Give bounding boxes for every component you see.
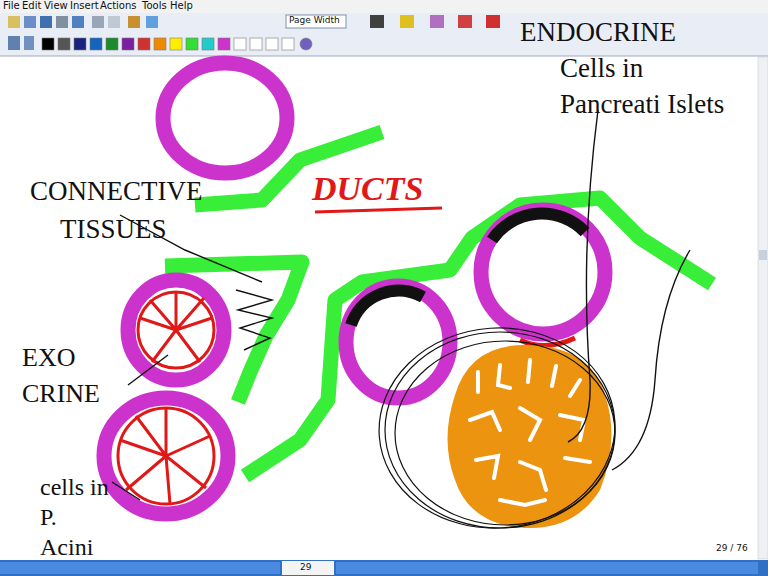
color-chip (202, 38, 214, 50)
pancreatic-islet (372, 320, 621, 536)
tool-icon (56, 16, 68, 28)
highlighter-tool (400, 15, 414, 28)
flag-tool (486, 15, 500, 28)
color-chip (42, 38, 54, 50)
page-number: 29 (300, 562, 330, 573)
tissue-scribble (236, 290, 272, 350)
scrollbar (758, 57, 768, 559)
leader-line (568, 110, 598, 442)
eraser-tool (430, 15, 444, 28)
duct-lines (165, 132, 712, 476)
dark-border (492, 214, 585, 240)
pen-tool (370, 15, 384, 28)
status-segment (336, 562, 758, 574)
cell-border (478, 360, 580, 396)
cell-walls (120, 408, 210, 504)
color-chip (122, 38, 134, 50)
cell-border (476, 456, 590, 505)
acini-label: cells in P. Acini (40, 472, 110, 562)
zoom-value: Page Width (289, 15, 349, 26)
menu-item: View (44, 0, 74, 12)
outline-ring (395, 341, 615, 525)
color-chip (90, 38, 102, 50)
tool-icon (72, 16, 84, 28)
endocrine-label: ENDOCRINE Cells in Pancreati Islets (520, 14, 735, 122)
status-bar (0, 560, 768, 576)
leader-lines (112, 110, 690, 500)
status-segment (0, 562, 280, 574)
exocrine-cells (118, 292, 214, 504)
color-chip (154, 38, 166, 50)
menu-bar (0, 0, 768, 13)
dark-border (351, 291, 423, 325)
color-chip (58, 38, 70, 50)
tool-icon (92, 16, 104, 28)
color-chip (266, 38, 278, 50)
leader-line (128, 355, 168, 385)
page-field (282, 561, 334, 575)
color-chip (186, 38, 198, 50)
exocrine-label: EXO CRINE (22, 340, 102, 412)
cell-border (470, 408, 584, 440)
cell-walls (140, 292, 212, 362)
tool-icon (128, 16, 140, 28)
leader-line (112, 482, 140, 500)
scroll-thumb (759, 250, 767, 260)
acinus (104, 398, 228, 514)
color-chip (282, 38, 294, 50)
leader-line (612, 250, 690, 470)
tool-icon (40, 16, 52, 28)
lasso-tool (458, 15, 472, 28)
outline-ring (372, 320, 621, 536)
islet-cell-borders (470, 360, 590, 505)
color-palette (42, 38, 312, 50)
color-chip (234, 38, 246, 50)
toolbar-border (0, 56, 768, 57)
acinus (128, 280, 224, 380)
color-chip (138, 38, 150, 50)
tool-icon (24, 16, 36, 28)
cell-outline (138, 292, 214, 368)
tool-icon (8, 36, 20, 50)
tool-icon (8, 16, 20, 28)
islet-cells (448, 345, 612, 528)
lumen-borders (351, 214, 585, 325)
acinus (163, 63, 287, 173)
islet-outline (372, 320, 621, 536)
page-counter: 29 / 76 (716, 543, 756, 554)
color-chip (106, 38, 118, 50)
title-underline (315, 208, 442, 212)
acinus (346, 286, 450, 398)
red-stroke (520, 338, 575, 346)
duct-label: DUCTS (312, 168, 452, 209)
tissue-label: CONNECTIVE TISSUES (30, 172, 260, 248)
color-chip (74, 38, 86, 50)
cell-outline (118, 408, 214, 504)
tool-icon (24, 36, 34, 50)
tool-icon (108, 16, 120, 28)
menu-item: Actions (100, 0, 144, 12)
color-chip (170, 38, 182, 50)
menu-item: Help (170, 0, 200, 12)
color-wheel (300, 38, 312, 50)
tool-icon (146, 16, 158, 28)
toolbar-icons (8, 15, 500, 50)
color-chip (250, 38, 262, 50)
color-chip (218, 38, 230, 50)
